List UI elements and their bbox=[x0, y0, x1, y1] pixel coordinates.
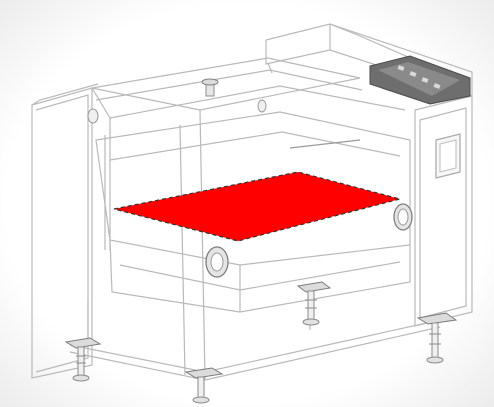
leveling-foot-icon bbox=[64, 281, 458, 404]
highlighted-tray-region bbox=[113, 171, 403, 242]
control-panel-icon bbox=[369, 55, 471, 105]
left-frame bbox=[31, 83, 99, 379]
port-icon bbox=[87, 99, 413, 278]
top-frame bbox=[91, 57, 406, 381]
top-knob-icon bbox=[201, 78, 219, 97]
side-window bbox=[435, 133, 461, 179]
inner-chamber bbox=[95, 111, 411, 313]
